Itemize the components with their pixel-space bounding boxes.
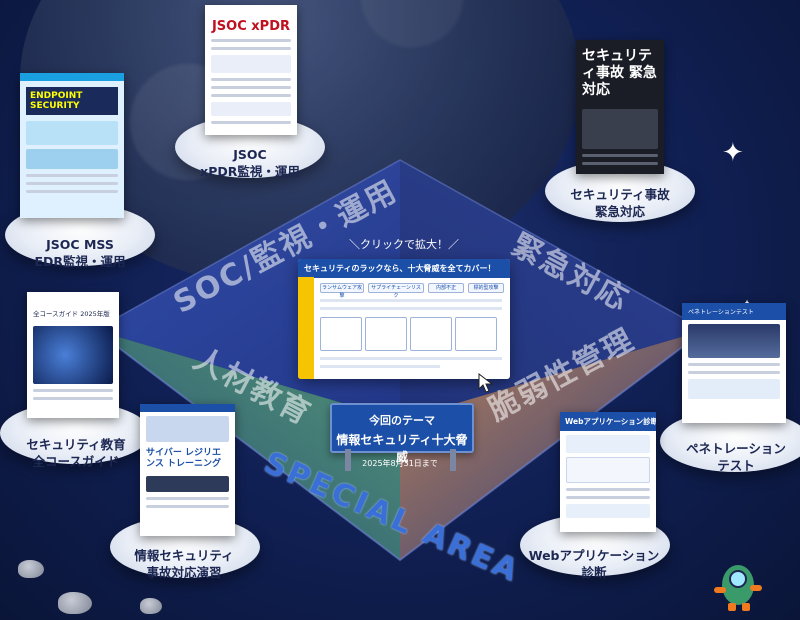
rock-icon xyxy=(18,560,44,578)
threat-chip: 内部不正 xyxy=(428,283,464,293)
rock-icon xyxy=(140,598,162,614)
theme-title: 情報セキュリティ十大脅威 xyxy=(336,433,468,464)
doc-jsoc-mss[interactable]: ENDPOINT SECURITY xyxy=(20,73,124,218)
robot-mascot-icon xyxy=(714,565,762,611)
item-caption-pentest[interactable]: ペネトレーションテスト xyxy=(686,441,786,473)
doc-emergency[interactable]: セキュリティ事故 緊急対応 xyxy=(576,40,664,174)
doc-jsoc-xpdr[interactable]: JSOC xPDR xyxy=(205,5,297,135)
cursor-icon xyxy=(478,373,494,393)
item-caption-drill[interactable]: 情報セキュリティ事故対応演習 xyxy=(134,548,234,580)
threat-chip: 標的型攻撃 xyxy=(468,283,504,293)
doc-education-guide[interactable]: 全コースガイド 2025年版 xyxy=(27,292,119,418)
theme-date: 2025年8月31日まで xyxy=(362,459,438,468)
item-caption-emergency[interactable]: セキュリティ事故緊急対応 xyxy=(570,187,670,219)
item-caption-webapp[interactable]: Webアプリケーション診断 xyxy=(528,548,660,580)
click-to-enlarge-prompt: ＼クリックで拡大！／ xyxy=(349,238,459,251)
threat-chip: サプライチェーンリスク xyxy=(368,283,424,299)
rock-icon xyxy=(58,592,92,614)
item-caption-education[interactable]: セキュリティ教育全コースガイド xyxy=(26,437,126,469)
doc-incident-drill[interactable]: サイバー レジリエンス トレーニング xyxy=(140,404,235,536)
threat-chip: ランサムウェア攻撃 xyxy=(320,283,364,299)
doc-webapp[interactable]: Webアプリケーション診断 xyxy=(560,412,656,532)
sparkle-star-icon: ✦ xyxy=(722,138,744,168)
panel-title: セキュリティのラックなら、十大脅威を全てカバー！ xyxy=(298,259,510,278)
theme-label: 今回のテーマ xyxy=(369,414,435,427)
theme-sign[interactable]: 今回のテーマ 情報セキュリティ十大脅威 xyxy=(330,403,474,464)
threat-overview-panel[interactable]: セキュリティのラックなら、十大脅威を全てカバー！ ランサムウェア攻撃 サプライチ… xyxy=(298,259,510,379)
doc-pentest[interactable]: ペネトレーションテスト xyxy=(682,303,786,423)
